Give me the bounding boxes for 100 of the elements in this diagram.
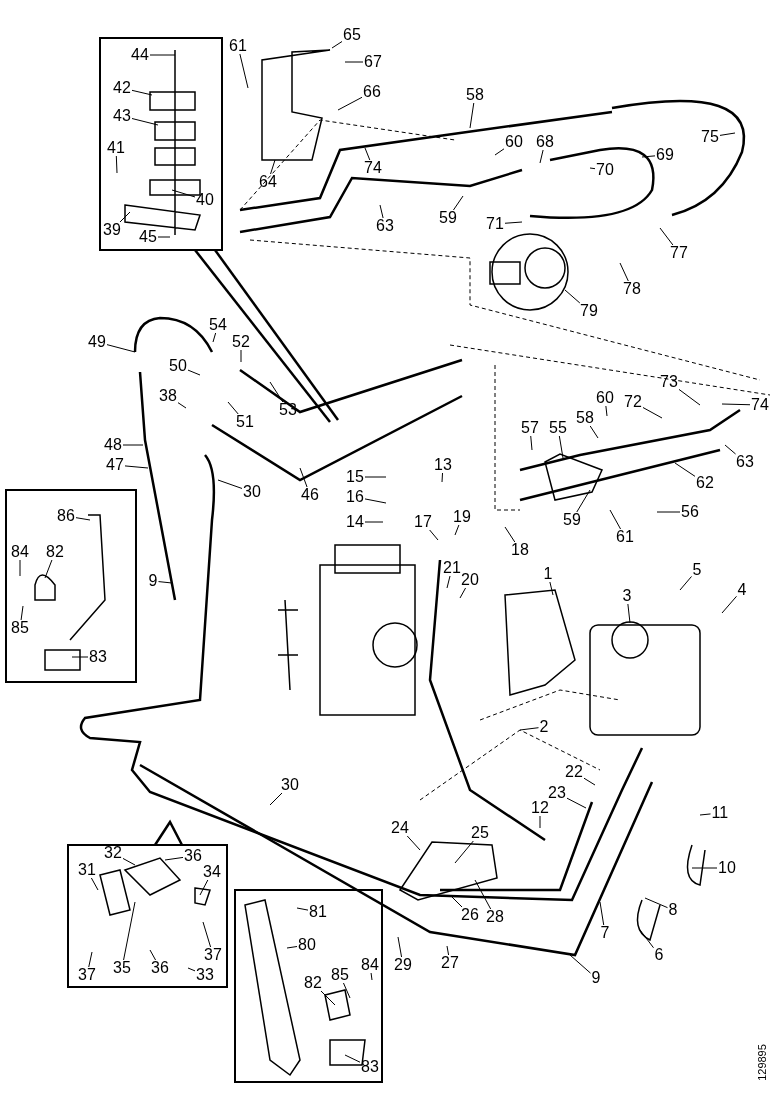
leader-line	[469, 102, 475, 129]
leader-line	[719, 132, 736, 136]
leader-line	[149, 54, 176, 56]
callout-number: 12	[530, 800, 550, 816]
leader-line	[576, 489, 591, 513]
leader-line	[406, 835, 421, 851]
callout-number: 65	[342, 27, 362, 43]
callout-number: 67	[363, 54, 383, 70]
leader-line	[364, 521, 384, 523]
leader-line	[699, 813, 711, 816]
leader-line	[656, 511, 681, 513]
callout-number: 64	[258, 174, 278, 190]
callout-number: 9	[590, 970, 602, 986]
leader-line	[202, 921, 212, 948]
leader-line	[164, 856, 184, 861]
callout-number: 7	[599, 925, 611, 941]
leader-line	[269, 381, 284, 403]
callout-number: 37	[203, 947, 223, 963]
leader-line	[459, 587, 467, 599]
callout-number: 27	[440, 955, 460, 971]
leader-line	[269, 792, 283, 806]
leader-line	[539, 149, 544, 164]
leader-line	[44, 559, 53, 579]
callout-number: 31	[77, 862, 97, 878]
leader-line	[674, 462, 696, 477]
leader-line	[90, 877, 99, 891]
callout-number: 60	[504, 134, 524, 150]
callout-number: 14	[345, 514, 365, 530]
leader-line	[397, 936, 403, 958]
leader-line	[344, 1054, 361, 1063]
callout-number: 46	[300, 487, 320, 503]
leader-line	[429, 529, 439, 541]
callout-number: 39	[102, 222, 122, 238]
leader-line	[446, 575, 451, 589]
callout-number: 3	[621, 588, 633, 604]
callout-number: 62	[695, 475, 715, 491]
callout-number: 40	[195, 192, 215, 208]
leader-line	[75, 517, 91, 521]
callout-number: 23	[547, 785, 567, 801]
callout-number: 71	[485, 216, 505, 232]
callout-number: 74	[750, 397, 770, 413]
callout-number: 58	[465, 87, 485, 103]
callout-number: 58	[575, 410, 595, 426]
leader-line	[88, 951, 93, 968]
leader-line	[679, 575, 692, 591]
leader-line	[227, 401, 239, 415]
callout-number: 66	[362, 84, 382, 100]
callout-number: 63	[375, 218, 395, 234]
callout-number: 45	[138, 229, 158, 245]
callout-number: 37	[77, 967, 97, 983]
leader-line	[678, 388, 701, 406]
leader-line	[569, 954, 591, 974]
callout-number: 2	[538, 719, 550, 735]
callout-number: 13	[433, 457, 453, 473]
callout-number: 36	[183, 848, 203, 864]
callout-number: 75	[700, 129, 720, 145]
callout-number: 82	[45, 544, 65, 560]
leader-line	[504, 221, 523, 224]
leader-line	[320, 990, 336, 1006]
leader-line	[452, 195, 464, 211]
callout-number: 25	[470, 825, 490, 841]
leader-line	[583, 777, 596, 786]
callout-number: 57	[520, 420, 540, 436]
callout-number: 1	[542, 566, 554, 582]
callout-number: 41	[106, 140, 126, 156]
callout-number: 78	[622, 281, 642, 297]
leader-line	[539, 815, 541, 829]
leader-line	[446, 945, 450, 956]
leader-line	[212, 332, 217, 343]
leader-line	[296, 907, 309, 911]
leader-line	[19, 559, 21, 577]
leader-line	[549, 581, 554, 596]
callout-number: 79	[579, 303, 599, 319]
leader-line	[519, 727, 539, 731]
leader-line	[71, 656, 89, 658]
leader-line	[158, 581, 173, 584]
callout-number: 50	[168, 358, 188, 374]
leader-line	[187, 369, 201, 376]
callout-number: 49	[87, 334, 107, 350]
leader-line	[370, 972, 373, 981]
callout-number: 9	[147, 573, 159, 589]
leader-line	[331, 41, 343, 49]
callout-number: 54	[208, 317, 228, 333]
leader-line	[157, 236, 171, 238]
leader-line	[122, 444, 144, 446]
leader-line	[494, 148, 505, 156]
callout-number: 59	[438, 210, 458, 226]
leader-line	[124, 465, 149, 469]
callout-number: 22	[564, 764, 584, 780]
callout-number: 83	[88, 649, 108, 665]
leader-line	[724, 444, 737, 455]
callout-number: 24	[390, 820, 410, 836]
callout-number: 63	[735, 454, 755, 470]
callout-number: 69	[655, 147, 675, 163]
callout-number: 38	[158, 388, 178, 404]
callout-number: 28	[485, 909, 505, 925]
callout-number: 26	[460, 907, 480, 923]
leader-line	[149, 949, 157, 961]
callout-number: 81	[308, 904, 328, 920]
callout-number: 47	[105, 457, 125, 473]
